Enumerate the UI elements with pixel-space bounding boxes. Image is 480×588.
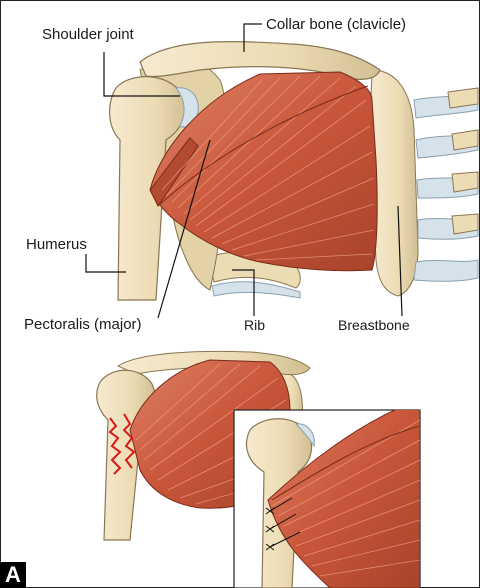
label-humerus: Humerus	[24, 236, 89, 254]
label-breastbone: Breastbone	[336, 316, 412, 334]
inset-repair-view	[234, 400, 420, 588]
label-rib: Rib	[242, 316, 267, 334]
label-shoulder-joint: Shoulder joint	[40, 26, 136, 44]
label-collar-bone: Collar bone (clavicle)	[264, 16, 408, 34]
panel-letter: A	[0, 562, 26, 588]
label-pectoralis: Pectoralis (major)	[22, 316, 144, 334]
